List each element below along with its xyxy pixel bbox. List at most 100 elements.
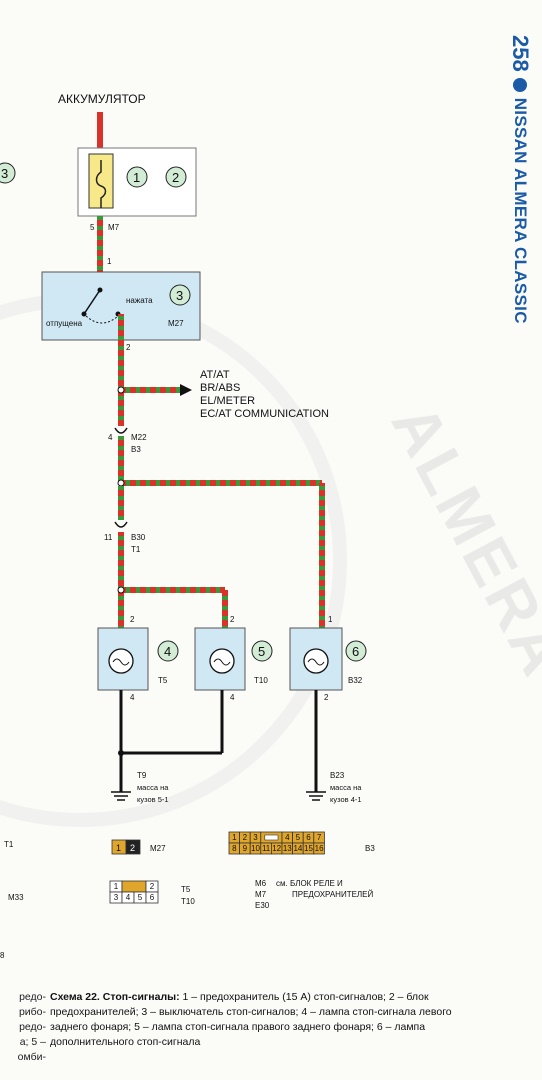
caption-text: 1 – предохранитель (15 А) стоп-сигналов;… xyxy=(50,991,452,1048)
wire-m22-down xyxy=(118,436,124,484)
junction-lamp5 xyxy=(117,586,125,594)
switch-arc xyxy=(85,315,119,324)
b30-name: B30 xyxy=(131,533,146,542)
wire-battery-fuse xyxy=(97,112,103,154)
wire-to-lamp5-v xyxy=(222,590,228,628)
ground-wire-lamp5-h xyxy=(121,751,222,755)
lamp5-pin-top: 2 xyxy=(230,615,235,624)
caption-title: Схема 22. Стоп-сигналы: xyxy=(50,991,180,1003)
switch-pressed-label: нажата xyxy=(126,296,153,305)
cutoff-line: а; 5 – xyxy=(19,1036,46,1048)
m22-name: M22 xyxy=(131,433,147,442)
m22-pin: 4 xyxy=(108,433,113,442)
t5-pin-label: 2 xyxy=(150,882,155,891)
b3-pin-label: 4 xyxy=(285,833,290,842)
left-t1: T1 xyxy=(4,840,14,849)
lamp6-pin-top: 1 xyxy=(328,615,333,624)
ground-2-line2: кузов 4-1 xyxy=(330,795,362,804)
cutoff-line: редо- xyxy=(19,991,46,1003)
b3-pin-label: 10 xyxy=(251,844,260,853)
b30-pin: 11 xyxy=(104,533,113,542)
ground-2-name: B23 xyxy=(330,771,345,780)
callout-4 xyxy=(157,640,179,662)
switch-contact-top xyxy=(97,287,103,293)
m27-pin-2 xyxy=(125,839,141,855)
lamp6-filament xyxy=(307,658,325,666)
fuse-icon xyxy=(95,160,107,208)
callout-1-text: 1 xyxy=(133,170,140,185)
lamp4-connector: T5 xyxy=(158,676,168,685)
b30-name2: T1 xyxy=(131,545,141,554)
cutoff-line: рибо- xyxy=(18,1006,46,1018)
ground-wire-lamp6 xyxy=(314,690,318,792)
watermark-text: ALMERA CLASSIC xyxy=(378,393,542,980)
lamp6-pin-bottom: 2 xyxy=(324,693,329,702)
t5-pin-label: 6 xyxy=(150,893,155,902)
wire-to-lamp6-h xyxy=(121,480,322,486)
callout-6 xyxy=(345,640,367,662)
connector-m22 xyxy=(114,427,128,434)
b3-pin-label: 15 xyxy=(304,844,313,853)
wire-junction-b30 xyxy=(118,486,124,520)
relay-conn-3: E30 xyxy=(255,901,270,910)
wire-b30-down xyxy=(118,532,124,628)
page-header-vertical: 258 NISSAN ALMERA CLASSIC xyxy=(505,35,535,435)
branch-label-1: AT/AT xyxy=(200,369,230,381)
b3-pin-label: 8 xyxy=(232,844,237,853)
connector-b30 xyxy=(114,521,128,528)
lamp5-filament xyxy=(213,658,231,666)
callout-4-text: 4 xyxy=(164,644,171,659)
left-callout-3-text: 3 xyxy=(1,166,8,181)
lamp5-connector: T10 xyxy=(254,676,268,685)
t5-pin-label: 3 xyxy=(114,893,119,902)
switch-connector: M27 xyxy=(168,319,184,328)
bullet-dot-icon xyxy=(513,77,527,92)
lamp4-pin-top: 2 xyxy=(130,615,135,624)
relay-conn-2: M7 xyxy=(255,890,267,899)
left-8: 8 xyxy=(0,951,5,960)
ground-2-icon xyxy=(306,791,326,801)
left-callout-3 xyxy=(0,162,16,184)
ground-1-line1: масса на xyxy=(137,783,169,792)
b3-pin-label: 5 xyxy=(296,833,301,842)
callout-5-text: 5 xyxy=(258,644,265,659)
b3-pin-label: 13 xyxy=(283,844,292,853)
switch-contact-left xyxy=(81,311,87,317)
switch-lever xyxy=(83,289,101,315)
lamp5-bulb-icon xyxy=(209,648,235,674)
page-number: 258 xyxy=(508,35,533,72)
b3-pin-label: 6 xyxy=(306,833,311,842)
lamp6-bulb-icon xyxy=(303,648,329,674)
lamp4-bulb-icon xyxy=(108,648,134,674)
b3-pin-label: 1 xyxy=(232,833,237,842)
b3-pin-cell xyxy=(313,842,325,855)
m22-name2: B3 xyxy=(131,445,141,454)
b3-pin-label: 16 xyxy=(315,844,324,853)
b3-pin-label: 14 xyxy=(293,844,302,853)
switch-pin2: 2 xyxy=(126,343,131,352)
lamp6-connector: B32 xyxy=(348,676,363,685)
relay-note-1: см. БЛОК РЕЛЕ И xyxy=(276,879,343,888)
b3-pinout-name: B3 xyxy=(365,844,375,853)
cutoff-line: омби- xyxy=(17,1051,46,1063)
cutoff-line: редо- xyxy=(19,1021,46,1033)
junction-lamp6 xyxy=(117,479,125,487)
wire-to-lamp6-v xyxy=(319,483,325,628)
b3-pin-label: 11 xyxy=(262,844,271,853)
t5-pin-label: 4 xyxy=(126,893,131,902)
wire-branch xyxy=(121,387,181,393)
b3-pin-label: 9 xyxy=(243,844,248,853)
branch-label-2: BR/ABS xyxy=(200,382,240,394)
ground-1-icon xyxy=(111,791,131,801)
callout-2 xyxy=(165,166,187,188)
book-title: NISSAN ALMERA CLASSIC xyxy=(511,97,530,324)
b3-key-slot xyxy=(264,834,279,841)
lamp4-pin-bottom: 4 xyxy=(130,693,135,702)
ground-1-line2: кузов 5-1 xyxy=(137,795,169,804)
cutoff-column-text: редо- рибо- редо- а; 5 – омби- xyxy=(0,990,46,1065)
m27-pin-2-text: 2 xyxy=(130,843,135,853)
battery-label: АККУМУЛЯТОР xyxy=(58,92,146,106)
wire-to-lamp5-h xyxy=(121,587,225,593)
